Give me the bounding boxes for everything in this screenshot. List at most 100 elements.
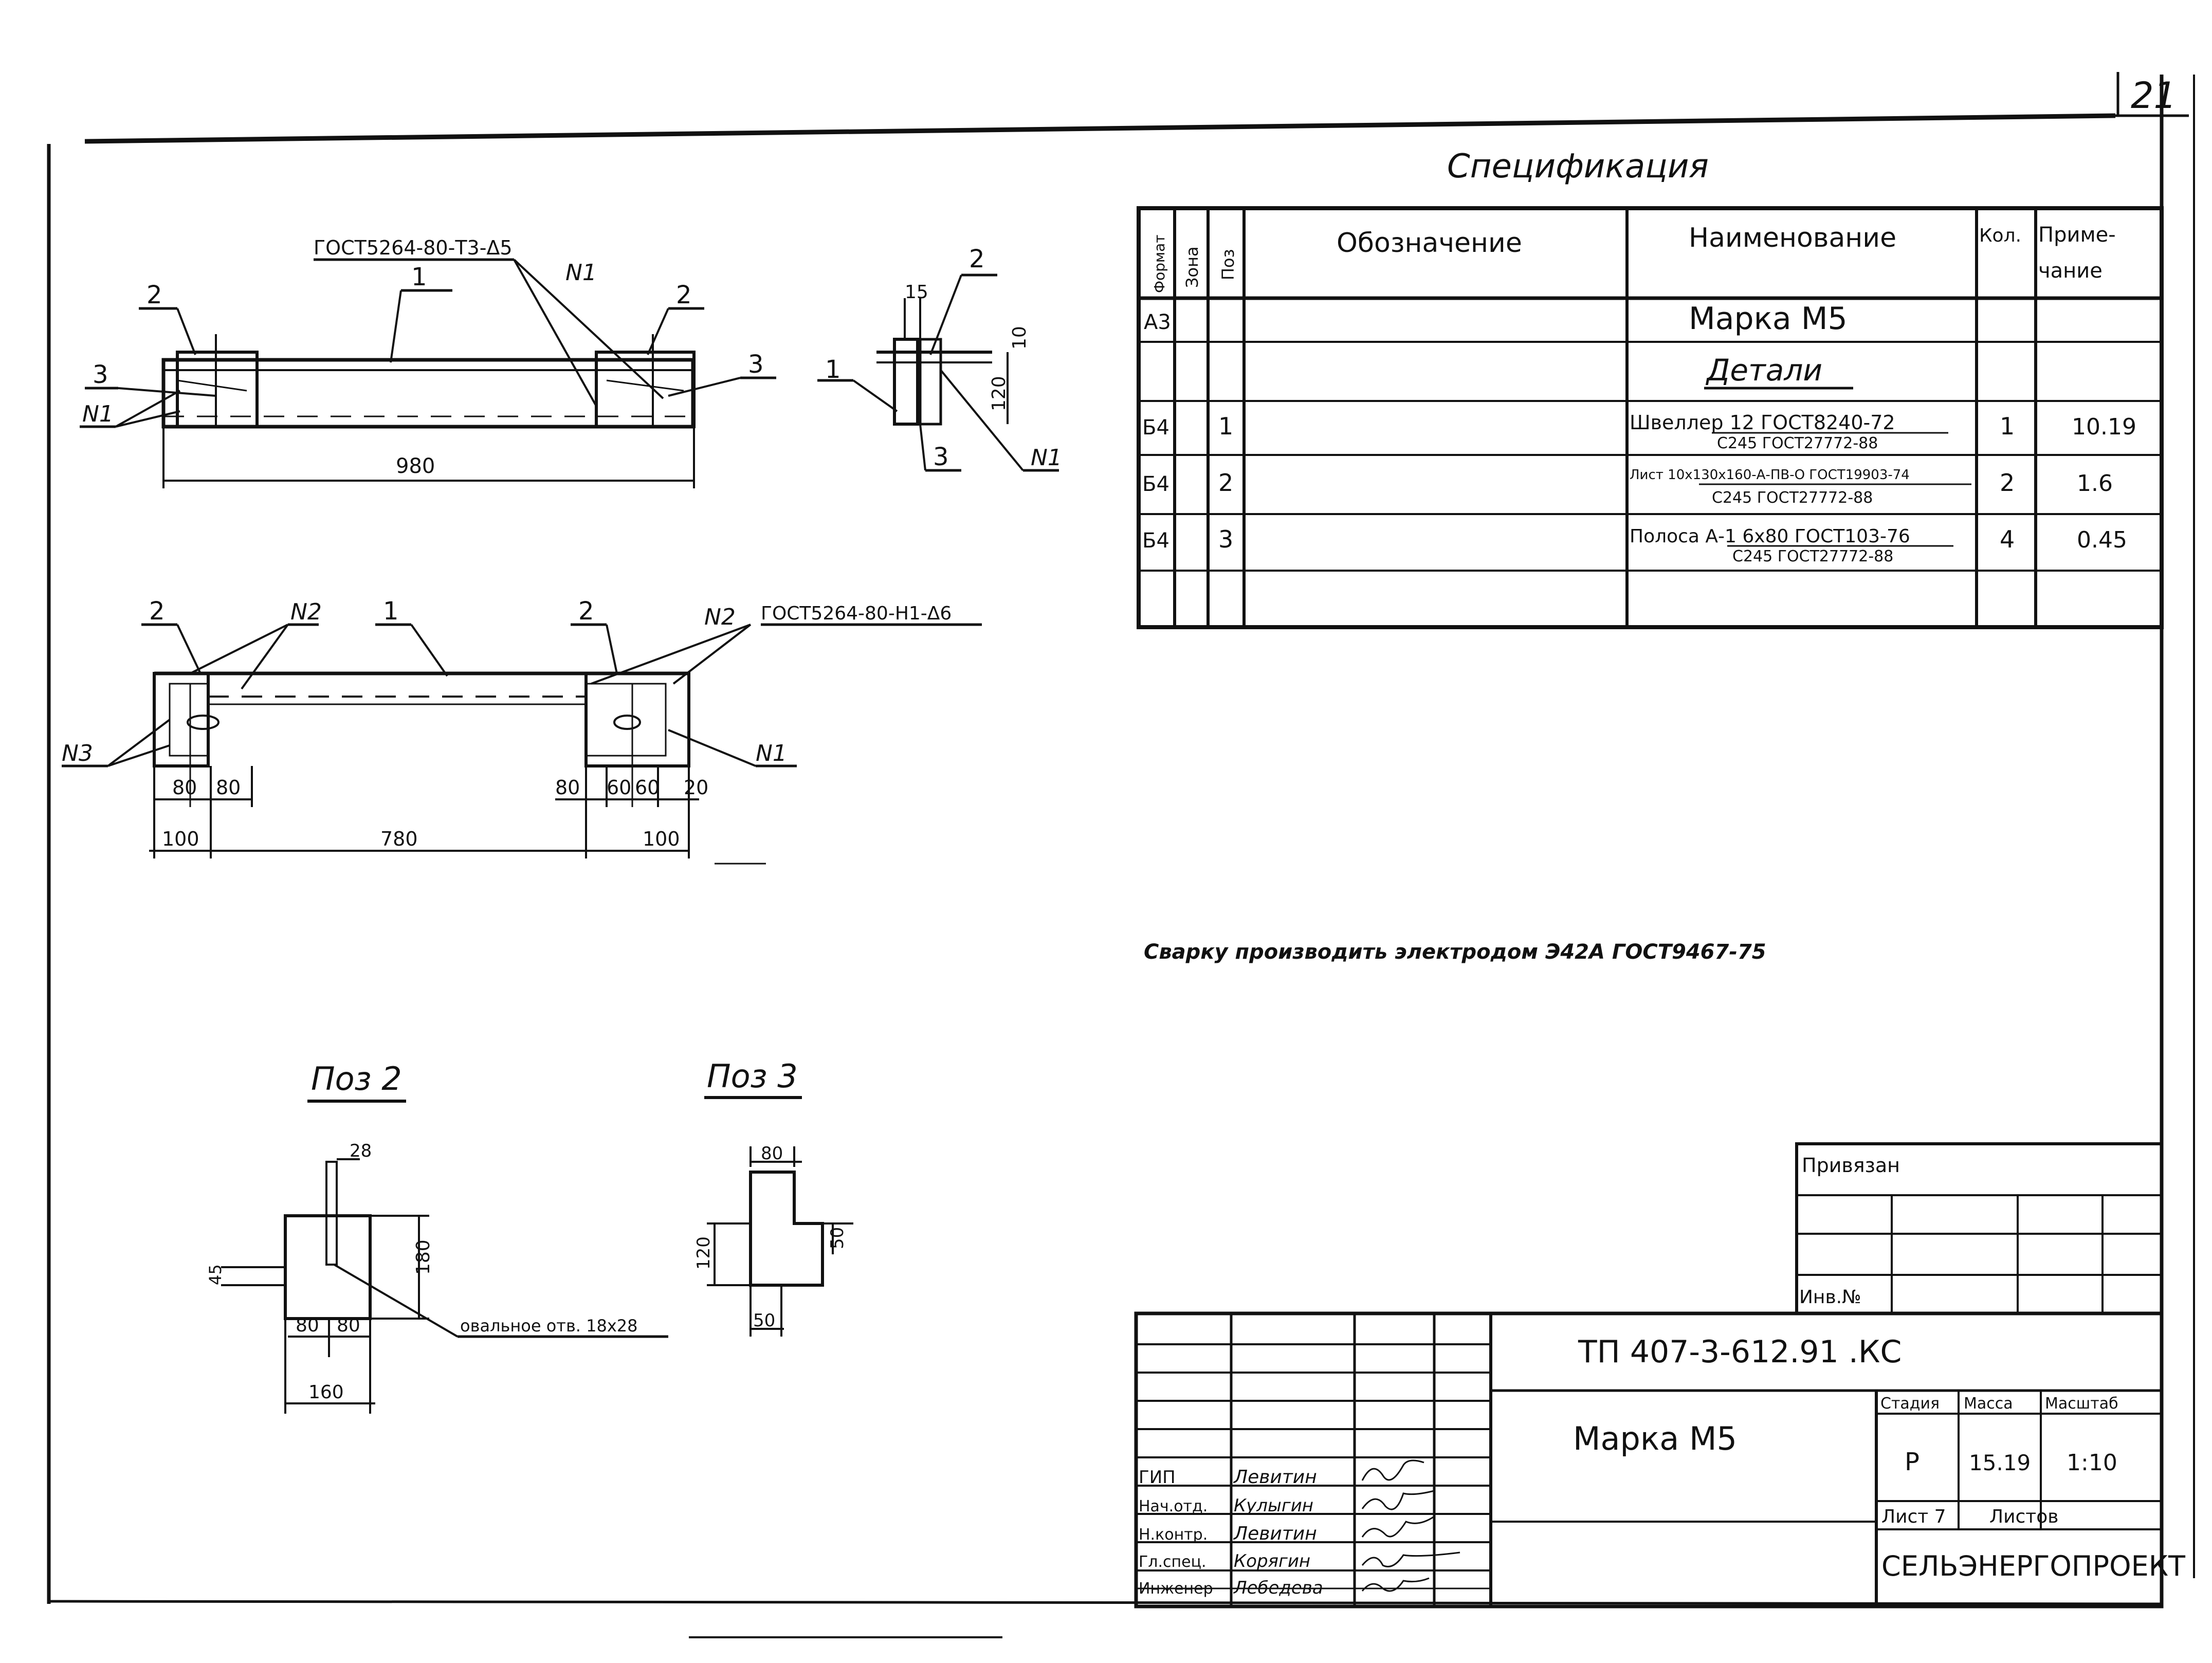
plan-dim-100-left: 100 xyxy=(162,828,199,850)
top-pos2-left: 2 xyxy=(147,281,162,309)
section-weld-n1: Ν1 xyxy=(1031,445,1062,471)
section-view: 15 120 10 1 2 3 Ν1 xyxy=(817,245,1062,472)
plan-dim-60-b: 60 xyxy=(635,776,660,799)
spec-row2-qty: 1 xyxy=(2000,412,2015,440)
plan-dim-100-right: 100 xyxy=(643,828,680,850)
pos3-dim-50-right: 50 xyxy=(827,1227,848,1249)
spec-header-name: Наименование xyxy=(1689,223,1896,253)
top-pos1: 1 xyxy=(411,263,427,291)
spec-row2-pos: 1 xyxy=(1218,412,1233,440)
spec-header-format: Формат xyxy=(1151,234,1168,293)
signature-4 xyxy=(1361,1577,1430,1592)
signer-role-2: Н.контр. xyxy=(1139,1526,1208,1544)
scale-label: Масштаб xyxy=(2045,1395,2118,1413)
signer-name-1: Кулыгин xyxy=(1234,1495,1313,1516)
top-weld-n1-right: Ν1 xyxy=(565,260,597,286)
plan-dim-80-c: 80 xyxy=(555,776,580,799)
spec-row3-format: Б4 xyxy=(1142,472,1169,496)
pos2-dim-45: 45 xyxy=(206,1264,225,1285)
plan-dim-60-a: 60 xyxy=(607,776,631,799)
section-pos3: 3 xyxy=(933,443,949,471)
spec-row2-format: Б4 xyxy=(1142,416,1169,440)
sheet-label: Лист 7 xyxy=(1881,1506,1946,1527)
plan-view: 80 80 80 60 60 20 100 780 100 ГОСТ5264-8… xyxy=(62,597,982,865)
sheets-label: Листов xyxy=(1989,1506,2058,1527)
organization-name: СЕЛЬЭНЕРГОПРОЕКТ xyxy=(1881,1550,2186,1582)
mass-label: Масса xyxy=(1964,1395,2013,1413)
plan-pos2-left: 2 xyxy=(149,597,165,626)
pos3-title: Поз 3 xyxy=(707,1057,798,1095)
plan-weld-n1: Ν1 xyxy=(756,740,787,766)
plan-dim-80-b: 80 xyxy=(216,776,241,799)
spec-row3-name-sub: С245 ГОСТ27772-88 xyxy=(1712,489,1873,507)
signature-0 xyxy=(1361,1459,1424,1481)
spec-header-note-2: чание xyxy=(2038,259,2103,283)
stage-value: Р xyxy=(1905,1448,1919,1476)
plan-dim-80-a: 80 xyxy=(172,776,197,799)
pos3-dim-50-bottom: 50 xyxy=(753,1310,775,1331)
attached-block: Привязан Инв.№ xyxy=(1795,1142,2163,1315)
pos2-dim-180: 180 xyxy=(413,1239,434,1275)
plan-weld-n2-right: Ν2 xyxy=(704,604,736,630)
signer-role-0: ГИП xyxy=(1139,1467,1176,1488)
spec-row4-name-sub: С245 ГОСТ27772-88 xyxy=(1732,547,1893,565)
callout-gost-top: ГОСТ5264-80-Т3-Δ5 xyxy=(314,236,513,259)
signer-name-0: Левитин xyxy=(1233,1467,1317,1488)
spec-table: Спецификация Формат Зона Поз Обозначение… xyxy=(1137,148,2164,629)
spec-row0-name: Марка М5 xyxy=(1689,301,1848,337)
top-pos2-right: 2 xyxy=(676,281,692,309)
doc-code: ТП 407-3-612.91 .КС xyxy=(1578,1334,1902,1370)
spec-row2-name-sub: С245 ГОСТ27772-88 xyxy=(1717,434,1878,452)
spec-row4-qty: 4 xyxy=(2000,525,2015,553)
spec-title: Спецификация xyxy=(1447,148,1709,186)
title-block: ТП 407-3-612.91 .КС Марка М5 Стадия Масс… xyxy=(1134,1311,2186,1609)
spec-row3-note: 1.6 xyxy=(2077,470,2113,497)
page-number: 21 xyxy=(2131,75,2177,117)
top-view: 980 ГОСТ5264-80-Т3-Δ5 2 2 1 3 3 Ν1 Ν1 xyxy=(80,236,776,488)
top-pos3-left: 3 xyxy=(93,360,108,389)
pos3-dim-120: 120 xyxy=(693,1236,714,1270)
signature-1 xyxy=(1361,1490,1435,1510)
spec-header-note-1: Приме- xyxy=(2038,223,2116,247)
plan-pos2-right: 2 xyxy=(578,597,594,626)
pos3-detail: Поз 3 120 80 50 50 xyxy=(693,1057,853,1337)
top-weld-n1-left: Ν1 xyxy=(82,401,114,427)
inv-label: Инв.№ xyxy=(1799,1287,1861,1308)
pos2-detail: Поз 2 28 180 45 80 80 160 овальное отв. … xyxy=(206,1060,668,1414)
spec-row2-note: 10.19 xyxy=(2072,414,2136,440)
pos2-dim-80-b: 80 xyxy=(337,1315,360,1336)
spec-row3-name: Лист 10х130х160-А-ПВ-О ГОСТ19903-74 xyxy=(1630,467,1910,483)
spec-header-zone: Зона xyxy=(1182,246,1202,288)
callout-gost-plan: ГОСТ5264-80-Н1-Δ6 xyxy=(761,603,952,624)
plan-dim-20: 20 xyxy=(684,776,708,799)
plan-dim-780: 780 xyxy=(380,828,418,850)
section-dim-10: 10 xyxy=(1009,326,1030,350)
top-pos3-right: 3 xyxy=(748,350,764,379)
spec-header-designation: Обозначение xyxy=(1337,228,1522,259)
spec-row4-note: 0.45 xyxy=(2077,527,2127,553)
welding-note: Сварку производить электродом Э42А ГОСТ9… xyxy=(1144,940,1766,964)
spec-row3-qty: 2 xyxy=(2000,469,2015,497)
signer-role-1: Нач.отд. xyxy=(1139,1497,1208,1515)
plan-pos1: 1 xyxy=(383,597,399,626)
stage-label: Стадия xyxy=(1880,1395,1940,1413)
scale-value: 1:10 xyxy=(2067,1450,2117,1476)
spec-row4-format: Б4 xyxy=(1142,529,1169,553)
pos3-dim-80: 80 xyxy=(761,1143,783,1164)
signer-role-3: Гл.спец. xyxy=(1139,1553,1206,1571)
attached-label: Привязан xyxy=(1802,1154,1900,1177)
signature-2 xyxy=(1361,1515,1435,1538)
spec-row4-name: Полоса А-1 6х80 ГОСТ103-76 xyxy=(1630,526,1910,547)
section-pos2: 2 xyxy=(969,245,985,273)
pos2-dim-80-a: 80 xyxy=(296,1315,319,1336)
pos2-title: Поз 2 xyxy=(311,1060,402,1098)
spec-row1-name: Детали xyxy=(1705,353,1822,388)
pos2-hole-note: овальное отв. 18х28 xyxy=(460,1316,638,1336)
pos2-dim-160: 160 xyxy=(308,1382,344,1403)
spec-row2-name: Швеллер 12 ГОСТ8240-72 xyxy=(1630,411,1895,434)
signer-name-3: Корягин xyxy=(1234,1551,1310,1571)
section-dim-120: 120 xyxy=(989,376,1010,411)
signer-role-4: Инженер xyxy=(1139,1580,1213,1598)
pos2-dim-28: 28 xyxy=(350,1141,372,1161)
